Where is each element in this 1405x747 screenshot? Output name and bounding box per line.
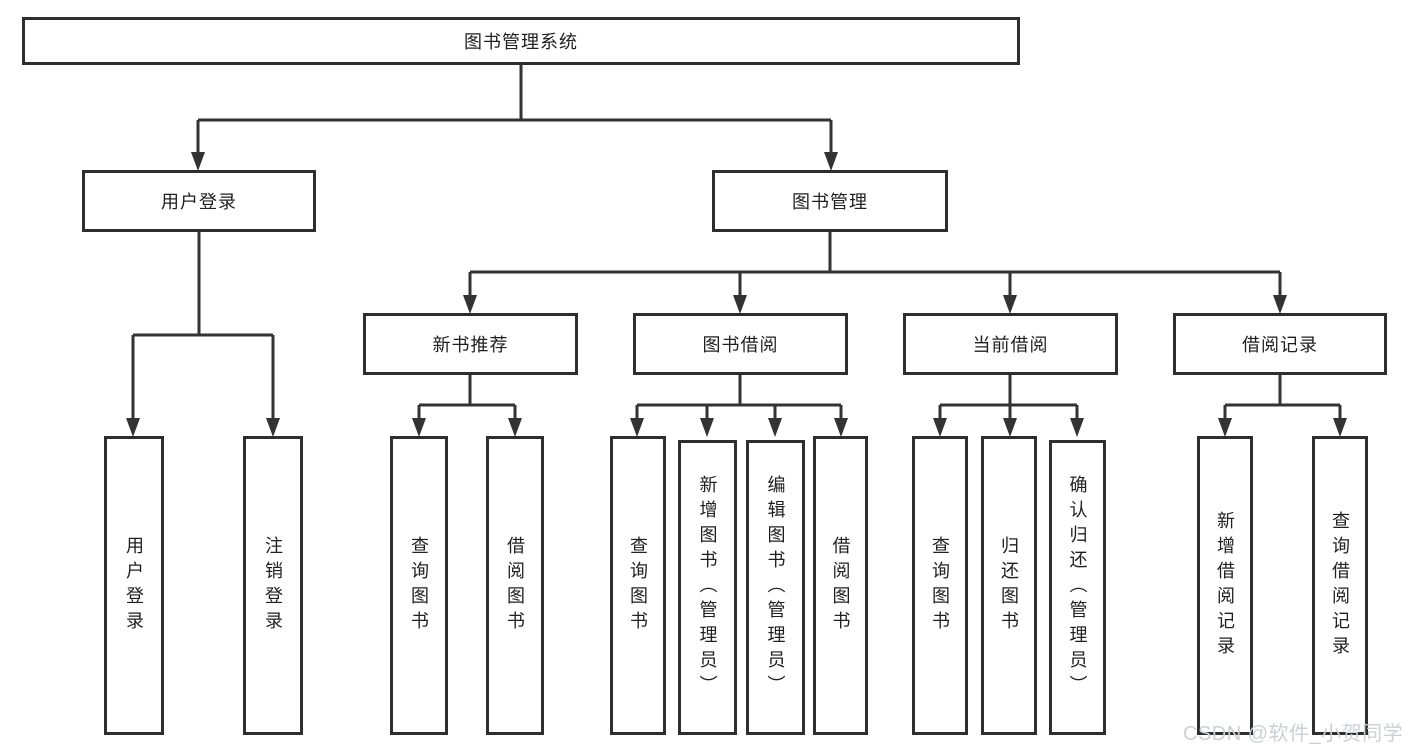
- leaf-query-book-recommend: 查询图书: [390, 436, 448, 735]
- node-library-management-system: 图书管理系统: [22, 17, 1020, 65]
- leaf-add-borrow-record: 新增借阅记录: [1197, 436, 1253, 735]
- leaf-query-book-borrow: 查询图书: [610, 436, 666, 735]
- leaf-return-book: 归还图书: [981, 436, 1037, 735]
- node-book-borrow: 图书借阅: [633, 313, 848, 375]
- leaf-edit-book-admin: 编辑图书（管理员）: [746, 440, 805, 735]
- leaf-user-login: 用户登录: [104, 436, 164, 735]
- arrowhead-icons: [126, 152, 1347, 437]
- node-current-borrow: 当前借阅: [903, 313, 1118, 375]
- leaf-add-book-admin: 新增图书（管理员）: [678, 440, 737, 735]
- leaf-borrow-book: 借阅图书: [813, 436, 868, 735]
- node-new-book-recommend: 新书推荐: [363, 313, 578, 375]
- leaf-query-borrow-record: 查询借阅记录: [1312, 436, 1368, 735]
- leaf-logout: 注销登录: [243, 436, 303, 735]
- leaf-confirm-return-admin: 确认归还（管理员）: [1049, 440, 1106, 735]
- node-book-management: 图书管理: [712, 170, 948, 232]
- node-borrow-records: 借阅记录: [1173, 313, 1387, 375]
- leaf-borrow-book-recommend: 借阅图书: [486, 436, 544, 735]
- csdn-watermark: CSDN @软件_小贺同学: [1183, 723, 1404, 745]
- leaf-query-book-current: 查询图书: [912, 436, 968, 735]
- node-user-login: 用户登录: [82, 170, 316, 232]
